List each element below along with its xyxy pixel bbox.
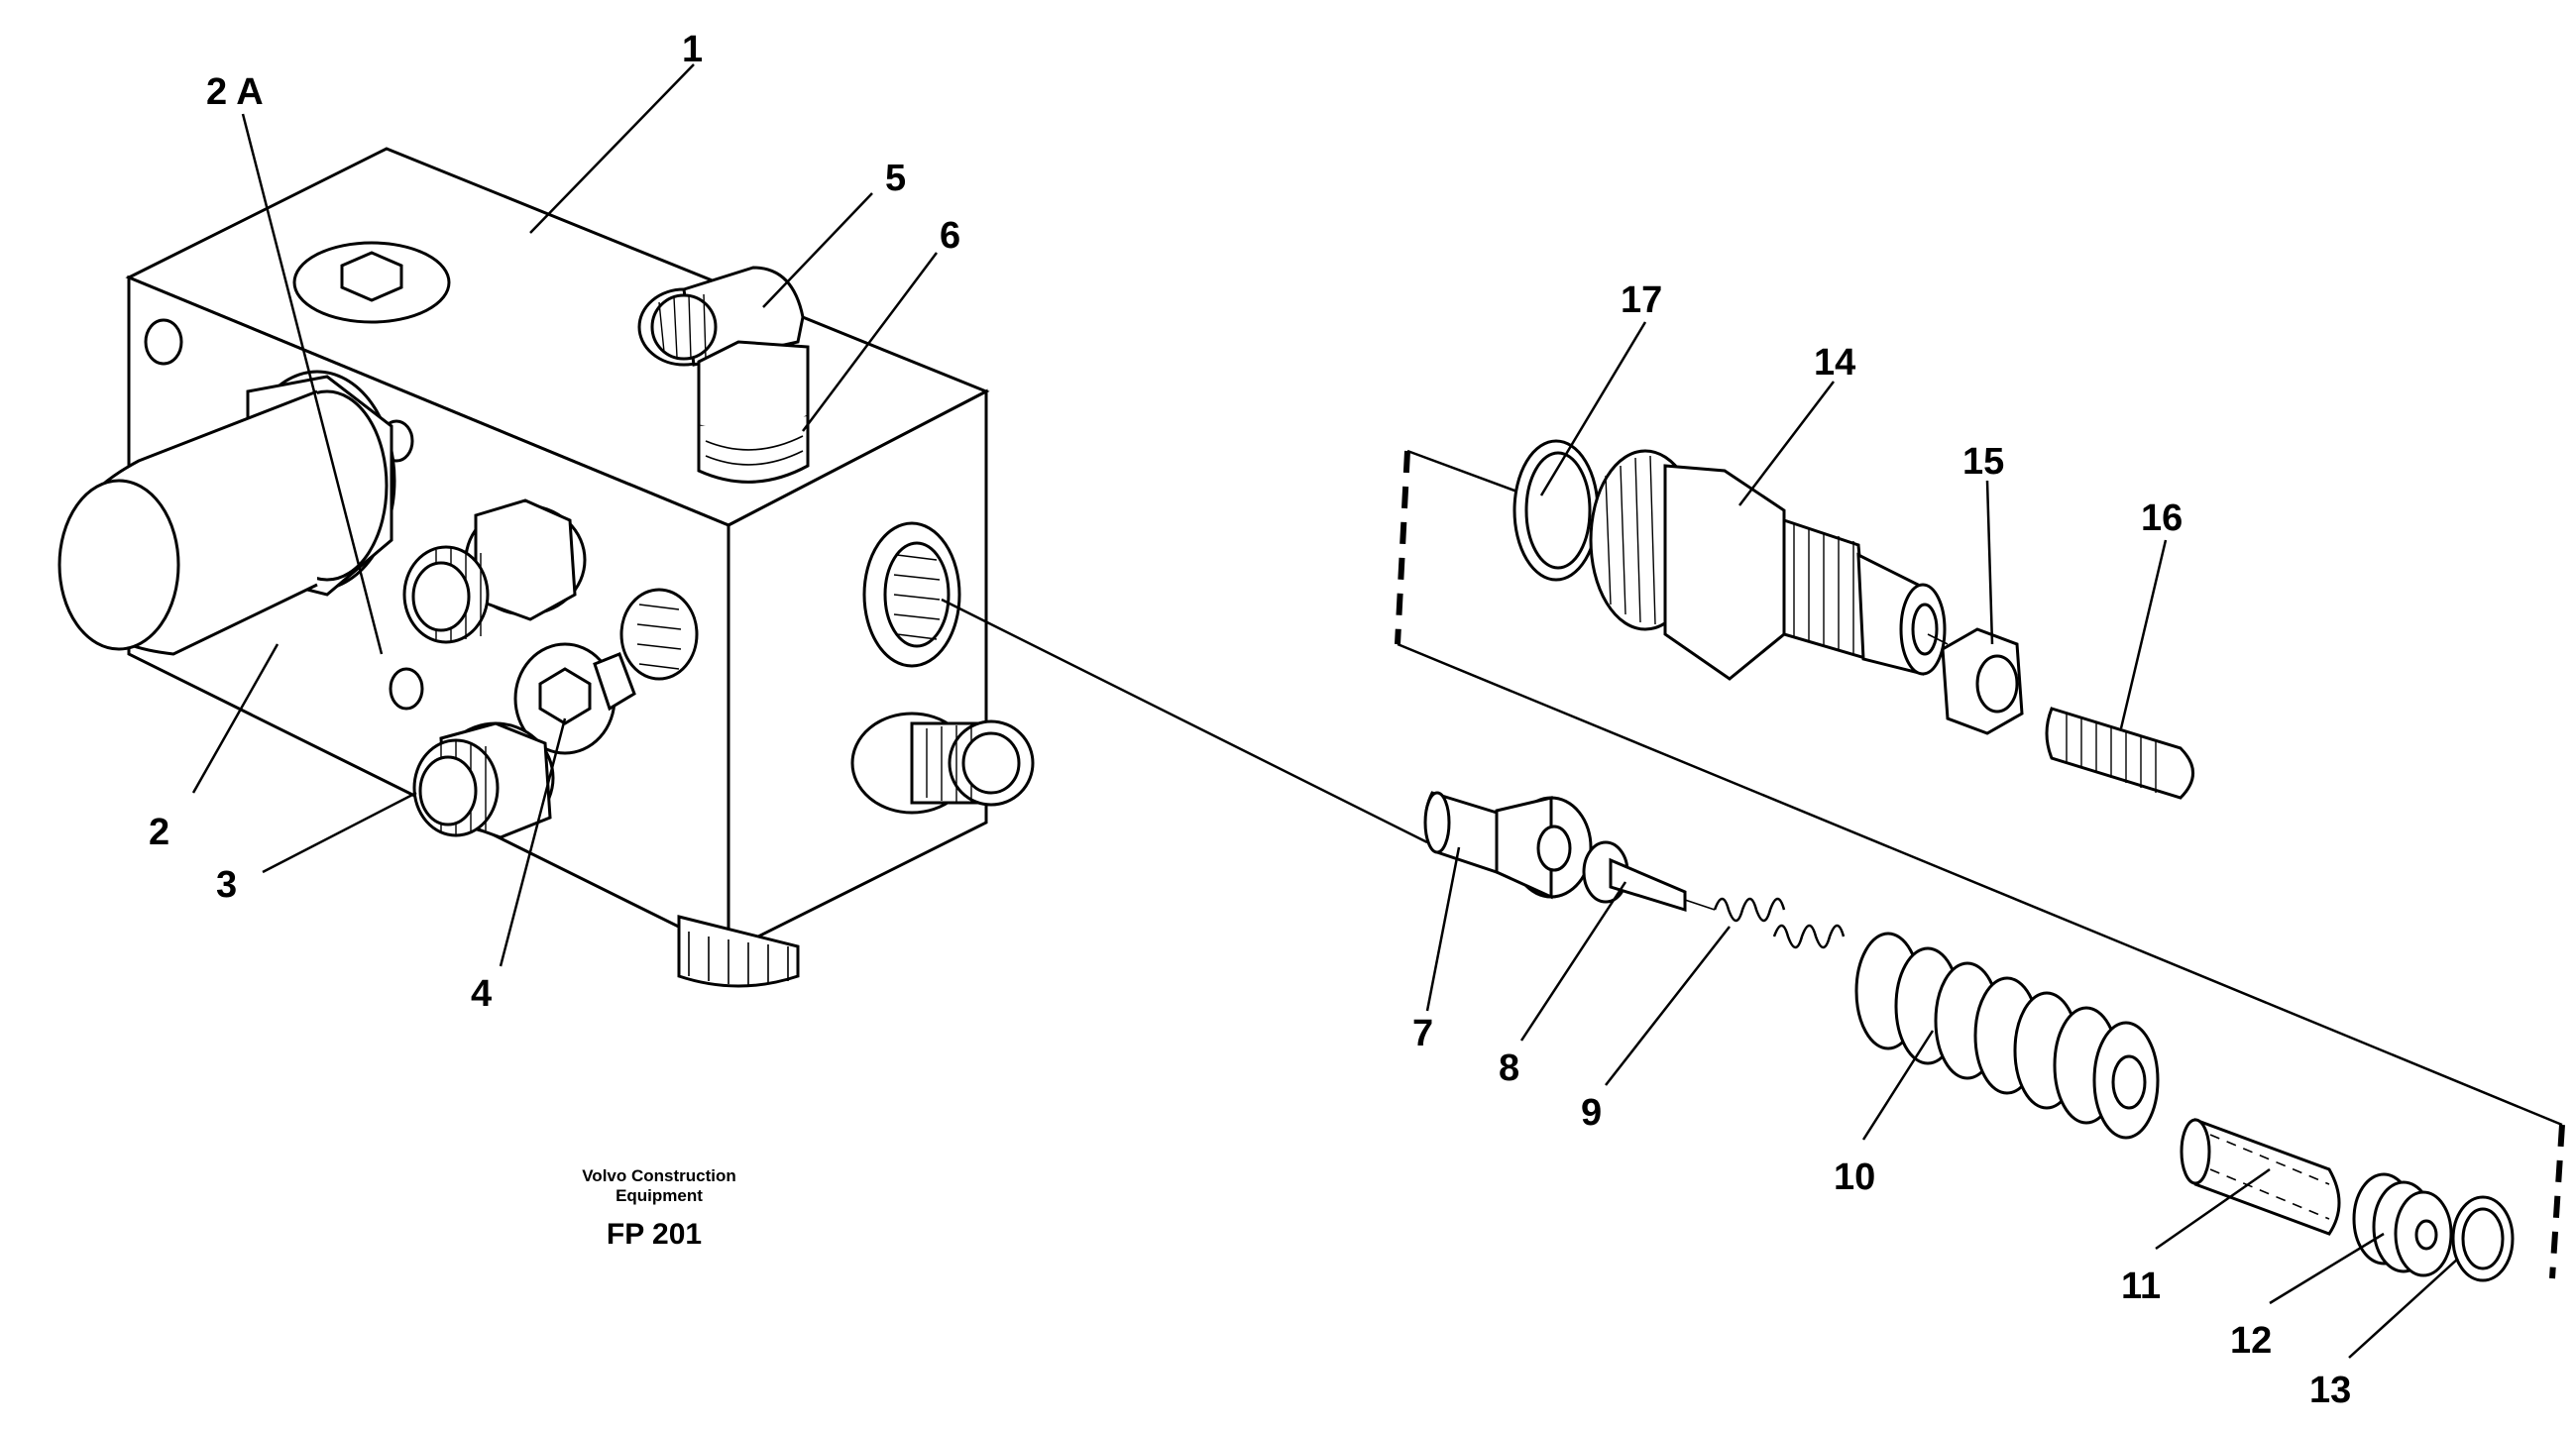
callout-5: 5 [885,158,906,199]
front-fittings [402,498,699,839]
callout-numbers: 1 2 A 2 3 4 5 6 7 8 9 10 11 12 13 14 15 … [149,29,2351,1411]
poppet-7 [1423,791,1593,900]
washer-13 [2451,1195,2515,1282]
lock-nut-15 [1941,627,2024,735]
sleeve-11 [2180,1118,2341,1236]
cap-plug [57,370,396,656]
set-screw-16 [2045,707,2194,800]
company-name-line2: Equipment [616,1186,703,1205]
elbow-fitting [637,266,810,484]
callout-16: 16 [2141,497,2183,539]
callout-4: 4 [471,973,492,1015]
callout-6: 6 [940,215,960,257]
company-name-line1: Volvo Construction [582,1166,736,1185]
callout-15: 15 [1962,441,2004,483]
callout-17: 17 [1621,279,1662,321]
callout-8: 8 [1499,1047,1519,1089]
cap-12 [2352,1172,2453,1277]
spring-9 [1713,897,1846,949]
callout-7: 7 [1412,1013,1433,1054]
callout-11: 11 [2121,1266,2161,1307]
disc-spring-stack-10 [1854,932,2160,1140]
piston-8 [1582,840,1716,913]
seal-ring-17 [1512,439,1600,582]
callout-2a: 2 A [206,71,264,113]
callout-3: 3 [216,864,237,906]
callout-1: 1 [682,29,703,70]
callout-14: 14 [1814,342,1855,384]
figure-caption: Volvo Construction Equipment FP 201 [582,1166,736,1251]
cartridge-axis [1927,633,1949,645]
leader-lines-left [191,63,1428,967]
callout-10: 10 [1834,1157,1875,1198]
cartridge-body-14 [1589,449,1947,681]
callout-12: 12 [2230,1320,2272,1362]
callout-2: 2 [149,812,169,853]
callout-13: 13 [2309,1370,2351,1411]
leader-lines-right [1425,321,2459,1359]
callout-9: 9 [1581,1092,1602,1134]
figure-code: FP 201 [607,1218,702,1251]
